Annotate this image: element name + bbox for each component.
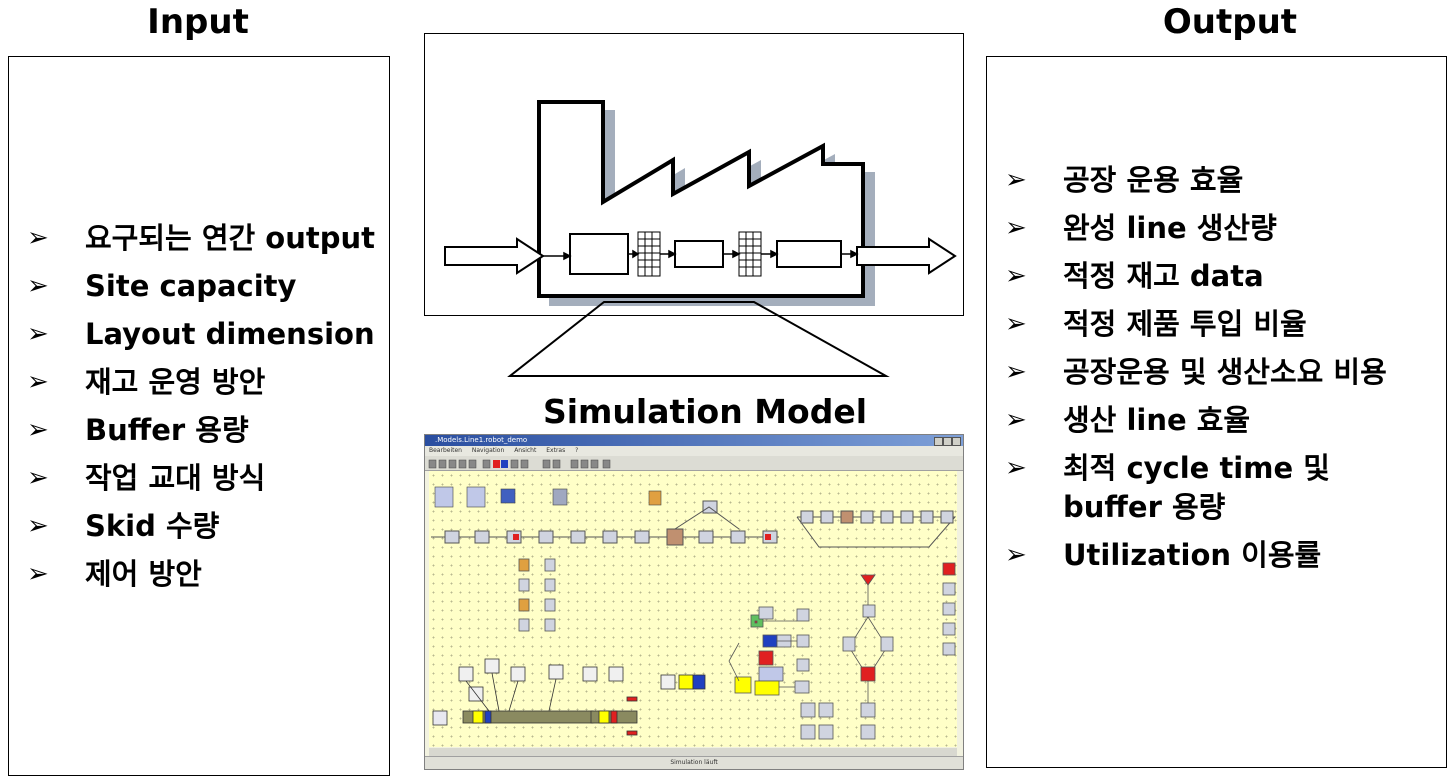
toolbar-icons bbox=[428, 459, 611, 469]
right-column bbox=[942, 562, 956, 656]
robot-cluster bbox=[432, 658, 706, 736]
output-item: ➢ 공장 운용 효율 bbox=[1005, 161, 1435, 200]
output-item: ➢ 적정 재고 data bbox=[1005, 257, 1435, 296]
input-heading: Input bbox=[147, 2, 249, 42]
sim-toolbar bbox=[425, 456, 963, 471]
menu-item[interactable]: Ansicht bbox=[514, 447, 537, 454]
vertical-stacks bbox=[518, 558, 556, 632]
output-item: ➢ 공장운용 및 생산소요 비용 bbox=[1005, 353, 1435, 392]
bullet-arrow-icon: ➢ bbox=[1005, 165, 1027, 195]
output-item-text: 공장운용 및 생산소요 비용 bbox=[1063, 355, 1387, 389]
diamond-network bbox=[842, 574, 894, 740]
bullet-arrow-icon: ➢ bbox=[27, 319, 49, 349]
output-panel: ➢ 공장 운용 효율 ➢ 완성 line 생산량 ➢ 적정 재고 data ➢ 적정 제품 투… bbox=[986, 56, 1447, 768]
input-item: ➢ 재고 운영 방안 bbox=[27, 363, 377, 402]
input-item-text: 요구되는 연간 output bbox=[85, 221, 375, 255]
input-item-text: 작업 교대 방식 bbox=[85, 461, 266, 495]
factory-diagram bbox=[424, 33, 964, 316]
maximize-icon[interactable] bbox=[943, 437, 952, 446]
library-icons bbox=[434, 486, 662, 508]
bullet-arrow-icon: ➢ bbox=[27, 463, 49, 493]
station-1 bbox=[569, 233, 629, 275]
simulation-window: .Models.Line1.robot_demo Bearbeiten Navi… bbox=[424, 434, 964, 770]
output-item-text: 완성 line 생산량 bbox=[1063, 211, 1277, 245]
bullet-arrow-icon: ➢ bbox=[27, 367, 49, 397]
output-item: ➢ Utilization 이용률 bbox=[1005, 536, 1435, 575]
bullet-arrow-icon: ➢ bbox=[1005, 540, 1027, 570]
station-2 bbox=[674, 240, 724, 268]
main-line bbox=[431, 500, 779, 546]
bullet-arrow-icon: ➢ bbox=[1005, 357, 1027, 387]
input-item: ➢ Layout dimension bbox=[27, 315, 377, 354]
bullet-arrow-icon: ➢ bbox=[27, 223, 49, 253]
output-arrow bbox=[856, 237, 957, 275]
input-list: ➢ 요구되는 연간 output ➢ Site capacity ➢ Layout dim… bbox=[27, 219, 377, 603]
bullet-arrow-icon: ➢ bbox=[27, 559, 49, 589]
bullet-arrow-icon: ➢ bbox=[27, 511, 49, 541]
horizontal-scrollbar[interactable] bbox=[429, 748, 957, 756]
output-item-text: 최적 cycle time 및 buffer 용량 bbox=[1063, 451, 1330, 524]
zoom-lines bbox=[507, 301, 890, 377]
sim-model-diagram bbox=[431, 486, 957, 740]
input-item-text: 재고 운영 방안 bbox=[85, 365, 266, 399]
output-list: ➢ 공장 운용 효율 ➢ 완성 line 생산량 ➢ 적정 재고 data ➢ 적정 제품 투… bbox=[1005, 161, 1435, 584]
output-item: ➢ 최적 cycle time 및 buffer 용량 bbox=[1005, 449, 1435, 527]
input-panel: ➢ 요구되는 연간 output ➢ Site capacity ➢ Layout dim… bbox=[8, 56, 390, 776]
menu-item[interactable]: Bearbeiten bbox=[429, 447, 462, 454]
output-item: ➢ 생산 line 효율 bbox=[1005, 401, 1435, 440]
input-arrow bbox=[444, 237, 545, 275]
sim-statusbar: Simulation läuft bbox=[425, 756, 963, 769]
input-item-text: Site capacity bbox=[85, 269, 297, 303]
bullet-arrow-icon: ➢ bbox=[27, 271, 49, 301]
output-item-text: 적정 재고 data bbox=[1063, 259, 1264, 293]
sim-menubar: Bearbeiten Navigation Ansicht Extras ? bbox=[425, 446, 963, 456]
menu-item[interactable]: ? bbox=[575, 447, 579, 454]
output-heading: Output bbox=[1162, 2, 1298, 42]
output-item: ➢ 완성 line 생산량 bbox=[1005, 209, 1435, 248]
input-item: ➢ 제어 방안 bbox=[27, 555, 377, 594]
input-item: ➢ Buffer 용량 bbox=[27, 411, 377, 450]
bullet-arrow-icon: ➢ bbox=[1005, 405, 1027, 435]
output-item-text: Utilization 이용률 bbox=[1063, 538, 1322, 572]
input-item: ➢ Site capacity bbox=[27, 267, 377, 306]
menu-item[interactable]: Navigation bbox=[471, 447, 505, 454]
station-3 bbox=[776, 240, 842, 268]
bullet-arrow-icon: ➢ bbox=[1005, 213, 1027, 243]
input-item: ➢ Skid 수량 bbox=[27, 507, 377, 546]
output-item-text: 적정 제품 투입 비율 bbox=[1063, 307, 1307, 341]
sim-window-titlebar: .Models.Line1.robot_demo bbox=[425, 435, 963, 446]
input-item-text: 제어 방안 bbox=[85, 557, 202, 591]
input-item-text: Buffer 용량 bbox=[85, 413, 249, 447]
sim-canvas bbox=[429, 471, 957, 747]
bullet-arrow-icon: ➢ bbox=[1005, 309, 1027, 339]
input-item: ➢ 요구되는 연간 output bbox=[27, 219, 377, 258]
factory-illustration bbox=[444, 100, 957, 306]
bullet-arrow-icon: ➢ bbox=[1005, 261, 1027, 291]
simulation-model-title: Simulation Model bbox=[542, 392, 868, 431]
output-item: ➢ 적정 제품 투입 비율 bbox=[1005, 305, 1435, 344]
loop-line bbox=[796, 510, 957, 548]
station-cluster bbox=[728, 606, 834, 740]
menu-item[interactable]: Extras bbox=[546, 447, 566, 454]
bullet-arrow-icon: ➢ bbox=[27, 415, 49, 445]
output-item-text: 공장 운용 효율 bbox=[1063, 163, 1244, 197]
flow-connectors bbox=[543, 249, 859, 261]
bullet-arrow-icon: ➢ bbox=[1005, 453, 1027, 483]
buffer-1 bbox=[637, 231, 661, 277]
input-item-text: Skid 수량 bbox=[85, 509, 220, 543]
input-item: ➢ 작업 교대 방식 bbox=[27, 459, 377, 498]
close-icon[interactable] bbox=[952, 437, 961, 446]
buffer-2 bbox=[738, 231, 762, 277]
input-item-text: Layout dimension bbox=[85, 317, 375, 351]
minimize-icon[interactable] bbox=[934, 437, 943, 446]
output-item-text: 생산 line 효율 bbox=[1063, 403, 1251, 437]
